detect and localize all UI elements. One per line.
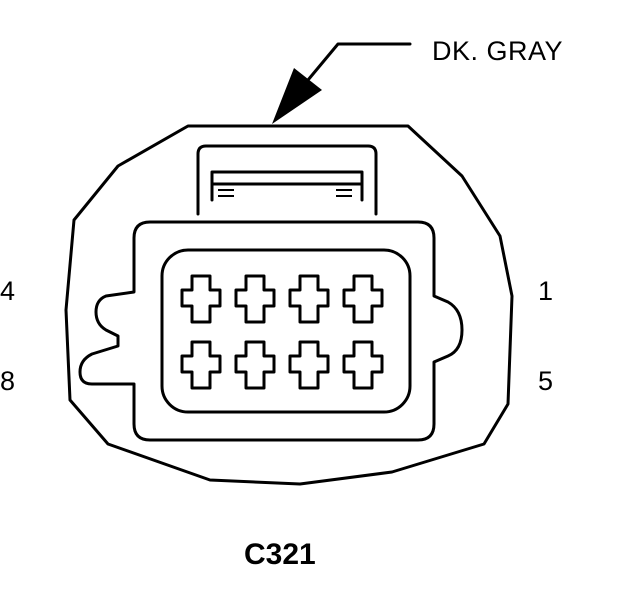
locking-tab-window [210, 170, 364, 202]
leader-arrowhead [272, 68, 322, 124]
wire-color-label: DK. GRAY [432, 36, 564, 66]
pin-label-top-left: 4 [0, 276, 16, 306]
locking-tab [196, 144, 378, 216]
pin-label-top-right: 1 [538, 276, 554, 306]
connector-body [78, 220, 464, 442]
pin-terminal-8 [180, 340, 222, 390]
pin-label-bottom-right: 5 [538, 366, 554, 396]
pin-terminal-2 [288, 274, 330, 324]
pin-terminal-7 [234, 340, 276, 390]
pin-terminal-1 [342, 274, 384, 324]
leader-line [306, 42, 412, 82]
connector-shell [64, 124, 514, 486]
pin-terminal-4 [180, 274, 222, 324]
connector-id-label: C321 [244, 538, 316, 571]
pin-terminal-3 [234, 274, 276, 324]
pin-cavity [160, 248, 412, 414]
pin-terminal-6 [288, 340, 330, 390]
pin-terminal-5 [342, 340, 384, 390]
pin-label-bottom-left: 8 [0, 366, 16, 396]
